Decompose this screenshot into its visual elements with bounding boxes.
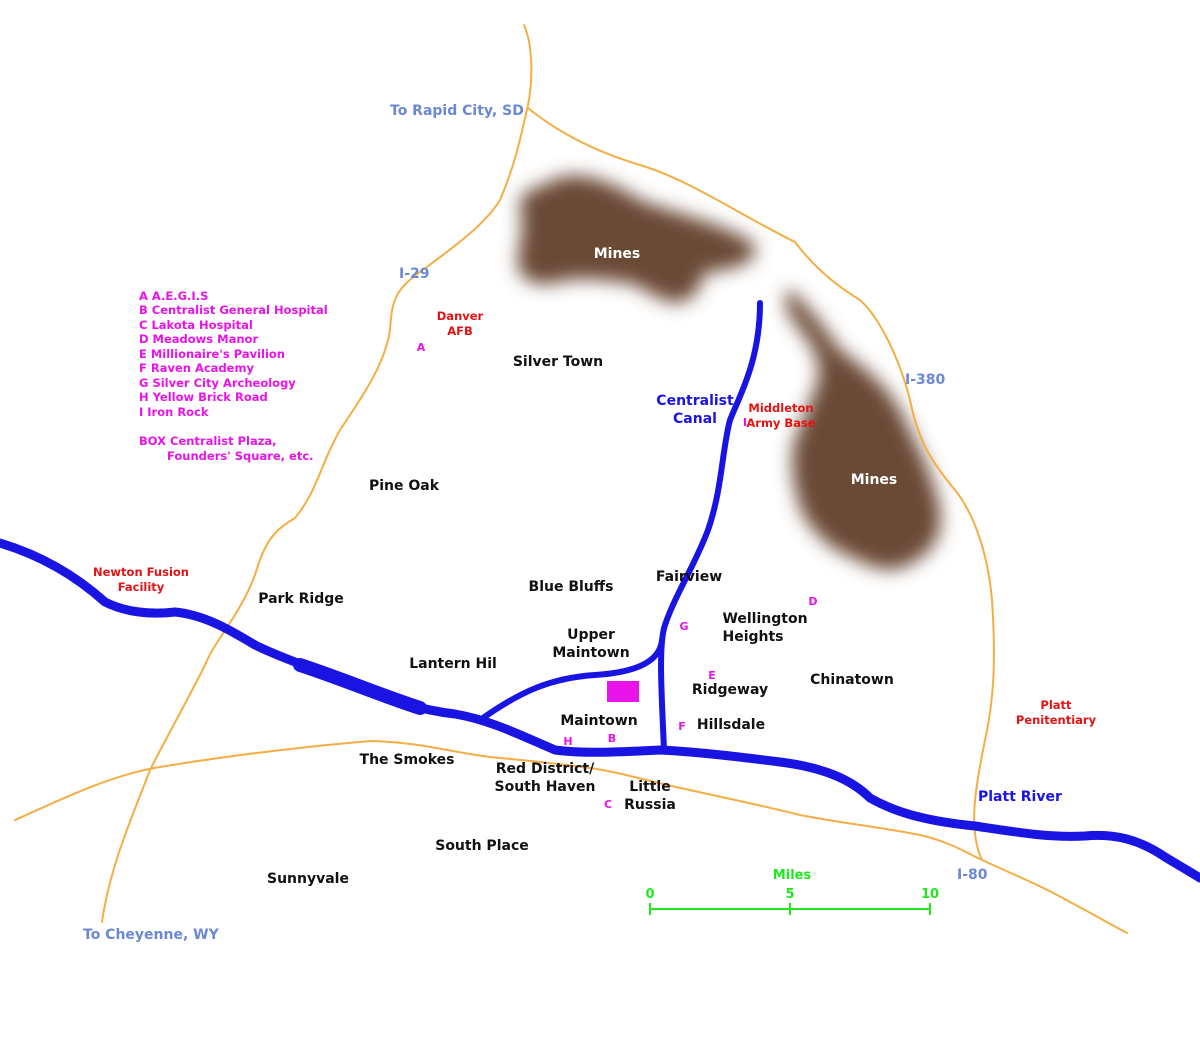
legend-item-f: F Raven Academy — [139, 361, 254, 375]
label-danver-line2: AFB — [447, 324, 473, 338]
legend-item-c: C Lakota Hospital — [139, 318, 253, 332]
mines-east-area — [785, 288, 941, 570]
marker-e: E — [708, 669, 716, 682]
water-labels: Centralist Canal Platt River — [656, 393, 1062, 805]
label-mines-east: Mines — [851, 472, 898, 488]
scale-bar: Miles 0 5 10 — [645, 868, 939, 915]
centralist-canal — [480, 300, 763, 753]
road-network — [14, 24, 1128, 934]
scale-tick-label-5: 5 — [785, 887, 794, 902]
scale-tick-label-0: 0 — [645, 887, 654, 902]
label-canal-line2: Canal — [673, 411, 717, 427]
mines-labels: Mines Mines — [594, 246, 898, 488]
legend-item-box-line2: Founders' Square, etc. — [167, 449, 314, 463]
label-mines-north: Mines — [594, 246, 641, 262]
label-i29: I-29 — [399, 266, 430, 282]
marker-d: D — [808, 595, 817, 608]
label-little-russia-line1: Little — [629, 779, 670, 795]
legend-item-h: H Yellow Brick Road — [139, 390, 268, 404]
marker-g: G — [679, 620, 688, 633]
town-labels: Silver Town Pine Oak Park Ridge Blue Blu… — [258, 354, 894, 887]
road-i80 — [14, 740, 1128, 934]
label-blue-bluffs: Blue Bluffs — [529, 579, 614, 595]
road-i380 — [527, 107, 995, 861]
mines-north-area — [517, 175, 756, 303]
label-platt-line2: Penitentiary — [1016, 713, 1097, 727]
river-bulge — [293, 658, 427, 715]
platt-river — [0, 538, 1200, 883]
highway-labels: To Rapid City, SD I-29 I-380 I-80 To Che… — [83, 103, 988, 943]
legend-item-d: D Meadows Manor — [139, 332, 258, 346]
label-danver-line1: Danver — [437, 309, 484, 323]
marker-a: A — [417, 341, 426, 354]
canal-main — [658, 300, 763, 753]
label-park-ridge: Park Ridge — [258, 591, 344, 607]
river-main — [0, 538, 1200, 883]
scale-title: Miles — [773, 868, 812, 883]
label-i380: I-380 — [905, 372, 946, 388]
label-middleton-line1: Middleton — [748, 401, 813, 415]
label-newton-line2: Facility — [118, 580, 165, 594]
facility-labels: Danver AFB Middleton Army Base Newton Fu… — [93, 309, 1097, 727]
label-to-cheyenne: To Cheyenne, WY — [83, 927, 220, 943]
legend-item-e: E Millionaire's Pavilion — [139, 347, 285, 361]
label-newton-line1: Newton Fusion — [93, 565, 189, 579]
label-platt-line1: Platt — [1040, 698, 1072, 712]
label-wellington-line2: Heights — [722, 629, 783, 645]
legend-item-a: A A.E.G.I.S — [139, 289, 208, 303]
road-i29 — [101, 24, 533, 923]
legend-item-box-line1: BOX Centralist Plaza, — [139, 434, 277, 448]
marker-b: B — [608, 732, 616, 745]
label-to-rapid-city: To Rapid City, SD — [390, 103, 524, 119]
label-red-district-line2: South Haven — [495, 779, 596, 795]
legend-item-g: G Silver City Archeology — [139, 376, 296, 390]
label-fairview: Fairview — [656, 569, 722, 585]
label-upper-maintown-line2: Maintown — [552, 645, 629, 661]
legend-item-i: I Iron Rock — [139, 405, 209, 419]
marker-c: C — [604, 798, 612, 811]
label-silver-town: Silver Town — [513, 354, 603, 370]
label-wellington-line1: Wellington — [722, 611, 807, 627]
label-the-smokes: The Smokes — [360, 752, 455, 768]
label-chinatown: Chinatown — [810, 672, 894, 688]
canal-branch — [480, 637, 665, 721]
label-canal-line1: Centralist — [656, 393, 734, 409]
scale-tick-label-10: 10 — [921, 887, 939, 902]
label-sunnyvale: Sunnyvale — [267, 871, 349, 887]
legend-item-b: B Centralist General Hospital — [139, 303, 328, 317]
centralist-plaza-box — [607, 681, 639, 702]
label-south-place: South Place — [435, 838, 529, 854]
marker-i: I — [743, 416, 747, 429]
label-lantern-hill: Lantern Hil — [409, 656, 497, 672]
marker-f: F — [678, 720, 686, 733]
poi-markers: A I D G E F H B C — [417, 341, 818, 811]
label-middleton-line2: Army Base — [746, 416, 815, 430]
marker-h: H — [563, 735, 572, 748]
label-platt-river: Platt River — [978, 789, 1062, 805]
label-pine-oak: Pine Oak — [369, 478, 440, 494]
label-little-russia-line2: Russia — [624, 797, 676, 813]
label-maintown: Maintown — [560, 713, 637, 729]
label-hillsdale: Hillsdale — [697, 717, 765, 733]
label-ridgeway: Ridgeway — [692, 682, 768, 698]
label-i80: I-80 — [957, 867, 988, 883]
label-red-district-line1: Red District/ — [496, 761, 595, 777]
label-upper-maintown-line1: Upper — [567, 627, 615, 643]
legend: A A.E.G.I.S B Centralist General Hospita… — [139, 289, 328, 463]
